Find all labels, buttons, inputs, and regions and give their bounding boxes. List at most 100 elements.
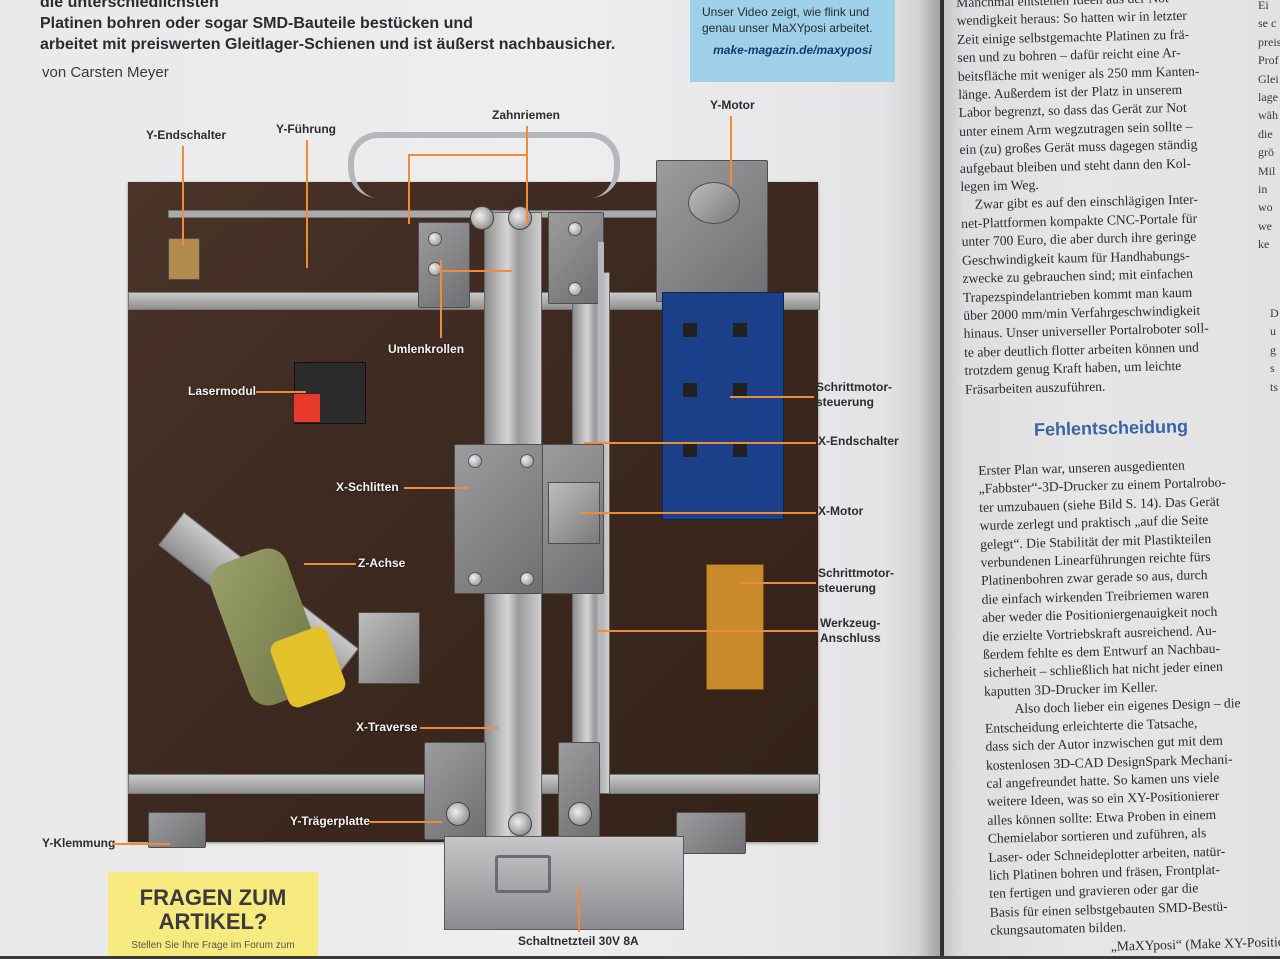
callout-y-traegerplatte: Y-Trägerplatte xyxy=(290,814,371,828)
screw xyxy=(428,232,442,246)
screw xyxy=(568,222,582,236)
video-box: Unser Video zeigt, wie flink und genau u… xyxy=(690,0,895,82)
z-motor xyxy=(358,612,420,684)
callout-schrittmotorsteuerung-2: Schrittmotor- steuerung xyxy=(818,566,894,596)
video-text: Unser Video zeigt, wie flink und xyxy=(702,5,870,19)
callout-line: steuerung xyxy=(818,581,877,595)
leader-line xyxy=(730,396,814,398)
article-paragraph: Zwar gibt es auf den einschlägigen Inter… xyxy=(961,190,1262,399)
fragment: grö xyxy=(1258,145,1274,160)
video-url-link[interactable]: make-magazin.de/maxyposi xyxy=(713,43,872,57)
callout-y-motor: Y-Motor xyxy=(710,98,755,112)
question-box: FRAGEN ZUM ARTIKEL? Stellen Sie Ihre Fra… xyxy=(108,872,318,956)
leader-line xyxy=(730,116,732,186)
intro-line: die unterschiedlichsten xyxy=(40,0,219,11)
leader-line xyxy=(304,563,356,565)
y-rail-top xyxy=(128,292,820,310)
callout-schaltnetzteil: Schaltnetzteil 30V 8A xyxy=(518,934,639,948)
y-end-switch xyxy=(168,238,200,280)
question-text: Stellen Sie Ihre Frage im Forum zum xyxy=(131,940,295,951)
screw xyxy=(468,572,482,586)
left-page: die unterschiedlichsten Platinen bohren … xyxy=(0,0,940,956)
chip xyxy=(683,443,697,457)
article-paragraph: Manchmal entstehen Ideen aus der Not- we… xyxy=(956,0,1257,196)
fragment: ke xyxy=(1258,237,1270,252)
screw xyxy=(568,282,582,296)
fragment: s xyxy=(1270,361,1275,376)
chip xyxy=(733,323,747,337)
laser-warning-sticker xyxy=(294,394,320,422)
carriage-left xyxy=(418,222,470,308)
section-heading: Fehlentscheidung xyxy=(1033,416,1189,440)
chip xyxy=(683,323,697,337)
machine-photo xyxy=(128,132,820,854)
leader-line xyxy=(420,727,498,729)
question-title: FRAGEN ZUM xyxy=(139,885,287,910)
question-title: ARTIKEL? xyxy=(158,909,268,934)
y-motor xyxy=(688,182,740,224)
psu-cutout xyxy=(495,855,551,893)
chip xyxy=(733,383,747,397)
callout-line: Schrittmotor- xyxy=(818,566,894,580)
callout-line: steuerung xyxy=(816,395,875,409)
fragment: D xyxy=(1270,306,1279,320)
fragment: wo xyxy=(1258,200,1273,215)
fragment: lage xyxy=(1258,90,1278,105)
leader-line xyxy=(740,582,816,584)
pulley xyxy=(568,802,592,826)
fragment: g xyxy=(1270,342,1276,357)
fragment: preis xyxy=(1258,34,1280,49)
intro-text: die unterschiedlichsten Platinen bohren … xyxy=(40,0,616,55)
belt-top xyxy=(168,210,690,218)
leader-line xyxy=(182,146,184,246)
article-column-lower: Erster Plan war, unseren ausgedienten „F… xyxy=(978,455,1280,959)
fragment: die xyxy=(1258,126,1273,141)
byline: von Carsten Meyer xyxy=(42,64,169,81)
x-carriage xyxy=(454,444,546,594)
leader-line xyxy=(112,843,170,845)
leader-line xyxy=(596,630,818,632)
next-column-fragment: Ei se c preis Prof Glei lage wäh die grö… xyxy=(1258,0,1280,254)
screw xyxy=(520,454,534,468)
callout-zahnriemen: Zahnriemen xyxy=(492,108,561,122)
article-column: Manchmal entstehen Ideen aus der Not- we… xyxy=(956,0,1261,399)
leader-line xyxy=(408,154,528,156)
pulley xyxy=(446,802,470,826)
fragment: Ei xyxy=(1258,0,1269,12)
leader-line xyxy=(440,270,512,272)
cable-loop xyxy=(348,132,620,198)
callout-y-fuehrung: Y-Führung xyxy=(276,122,336,136)
pulley xyxy=(470,206,494,230)
leader-line xyxy=(526,126,528,226)
pulley xyxy=(508,206,532,230)
callout-schrittmotorsteuerung-1: Schrittmotor- steuerung xyxy=(816,380,892,410)
callout-line: Schrittmotor- xyxy=(816,380,892,394)
leader-line xyxy=(256,391,306,393)
fragment: in xyxy=(1258,182,1268,197)
fragment: Mil xyxy=(1258,163,1276,178)
leader-line xyxy=(578,888,580,932)
leader-line xyxy=(408,154,410,224)
stepper-controller-board xyxy=(662,292,784,520)
leader-line xyxy=(440,260,442,338)
leader-line xyxy=(580,512,816,514)
y-clamp-right xyxy=(676,812,746,854)
fragment: wäh xyxy=(1258,108,1278,123)
intro-line: Platinen bohren oder sogar SMD-Bauteile … xyxy=(40,15,473,32)
callout-x-schlitten: X-Schlitten xyxy=(336,480,399,494)
power-supply xyxy=(444,836,684,930)
video-text: genau unser MaXYposi arbeitet. xyxy=(702,21,873,35)
intro-line: arbeitet mit preiswerten Gleitlager-Schi… xyxy=(40,36,616,53)
fragment: we xyxy=(1258,218,1272,233)
stepper-controller-small xyxy=(706,564,764,690)
leader-line xyxy=(370,821,442,823)
leader-line xyxy=(306,140,308,268)
chip xyxy=(733,443,747,457)
fragment: se c xyxy=(1258,16,1277,31)
callout-line: Werkzeug- xyxy=(820,616,881,630)
right-page xyxy=(944,0,1280,956)
screw xyxy=(468,454,482,468)
fragment: ts xyxy=(1270,379,1279,394)
callout-z-achse: Z-Achse xyxy=(358,556,406,570)
callout-umlenkrollen: Umlenkrollen xyxy=(388,342,465,356)
